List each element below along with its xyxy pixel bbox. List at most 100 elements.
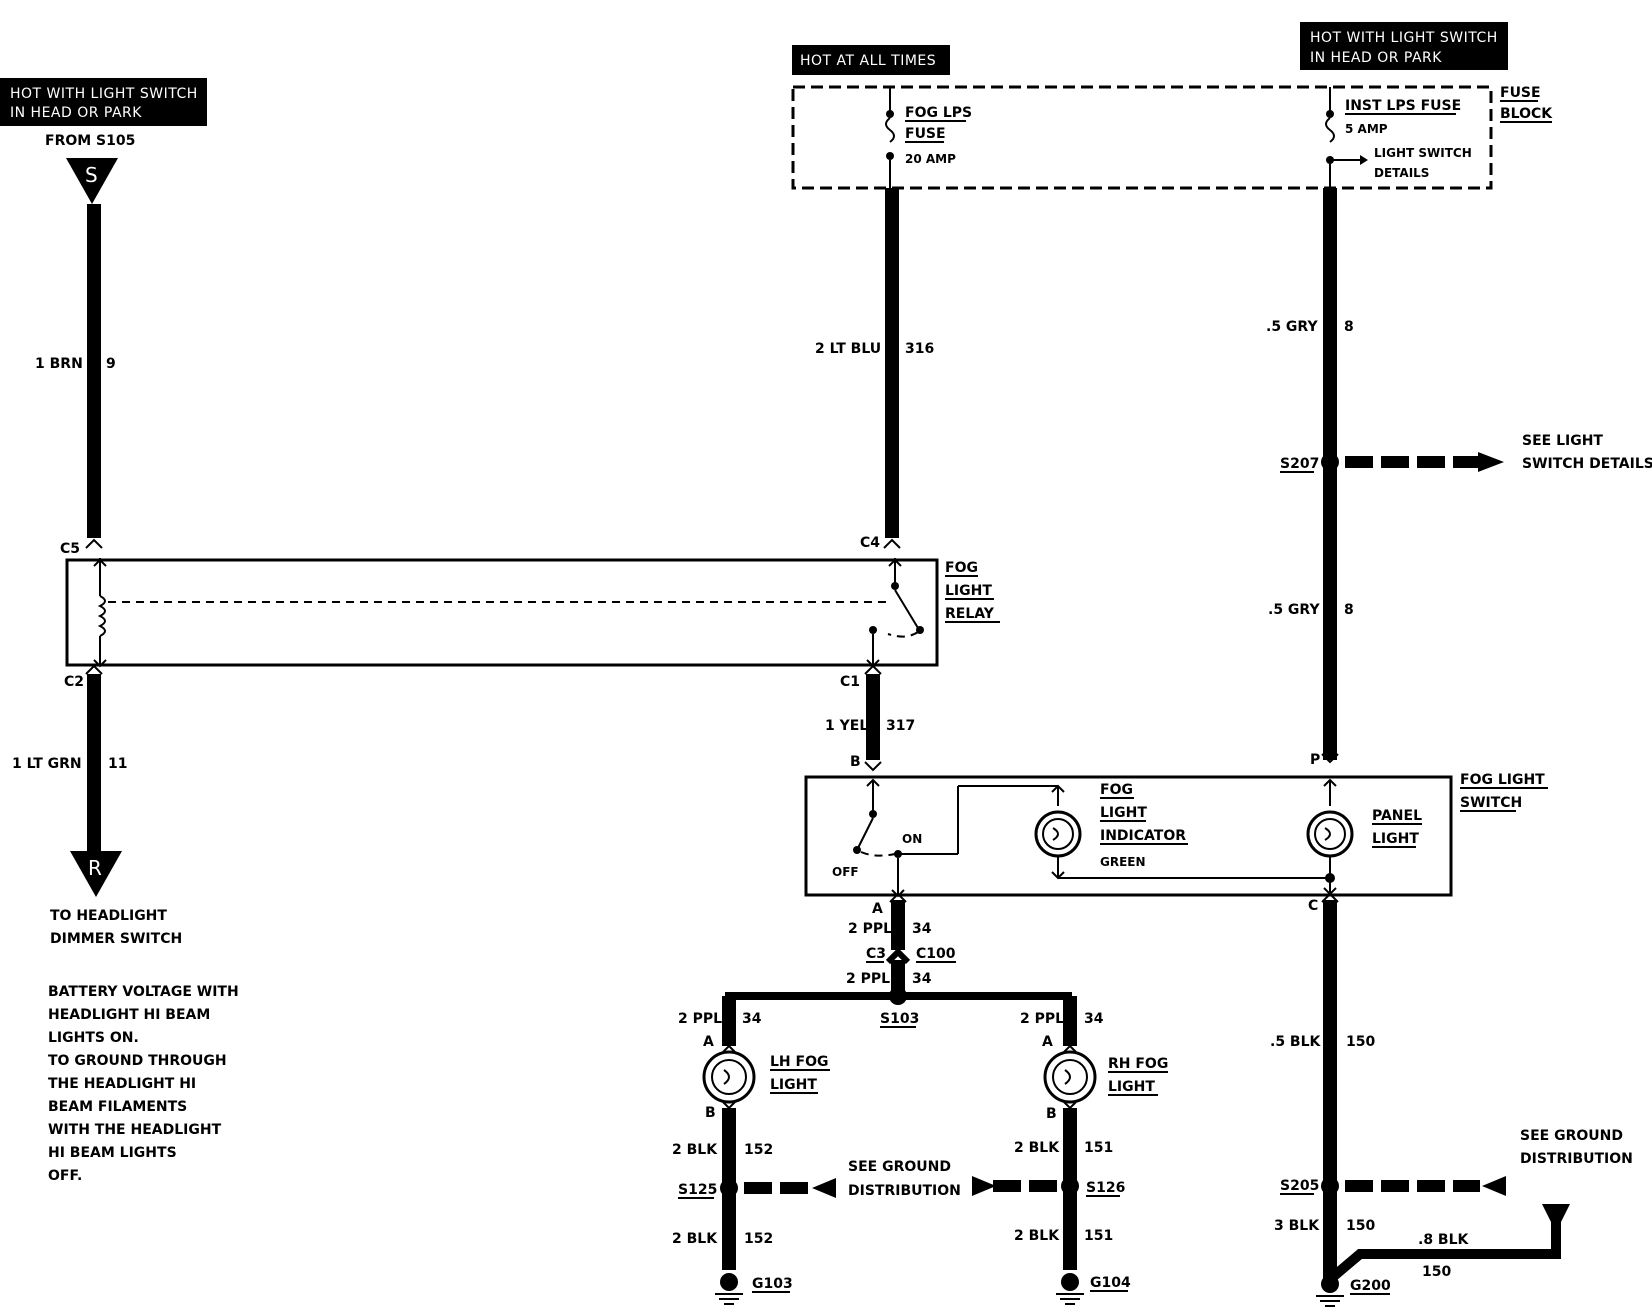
rh-fog-pin-b: B <box>1046 1106 1057 1122</box>
relay-c2: C2 <box>64 674 84 690</box>
switch-pin-b: B <box>850 754 861 770</box>
lh-fog-light-bulb <box>702 1044 756 1110</box>
wire-8a-num: 8 <box>1344 319 1354 335</box>
svg-text:5 AMP: 5 AMP <box>1345 122 1388 136</box>
see-ground-mid-1: SEE GROUND <box>848 1159 951 1175</box>
svg-text:OFF: OFF <box>832 865 859 879</box>
svg-text:HI BEAM LIGHTS: HI BEAM LIGHTS <box>48 1145 177 1161</box>
wire-151b-num: 151 <box>1084 1228 1113 1244</box>
wire-150c-color: .8 BLK <box>1418 1232 1470 1248</box>
wire-151a-color: 2 BLK <box>1014 1140 1060 1156</box>
svg-text:HEADLIGHT HI BEAM: HEADLIGHT HI BEAM <box>48 1007 210 1023</box>
svg-text:20 AMP: 20 AMP <box>905 152 956 166</box>
svg-text:S207: S207 <box>1280 456 1319 472</box>
wire-34c-num: 34 <box>742 1011 762 1027</box>
switch-label-1: FOG LIGHT <box>1460 772 1545 788</box>
svg-text:C3: C3 <box>866 946 886 962</box>
svg-text:BATTERY VOLTAGE WITH: BATTERY VOLTAGE WITH <box>48 984 239 1000</box>
connector-s-triangle: S <box>66 158 118 204</box>
wire-152a-color: 2 BLK <box>672 1142 718 1158</box>
fog-lps-fuse: FOG LPS FUSE 20 AMP <box>885 87 972 188</box>
connector-r-triangle: R <box>70 851 122 897</box>
svg-text:S205: S205 <box>1280 1178 1319 1194</box>
svg-text:LIGHTS ON.: LIGHTS ON. <box>48 1030 139 1046</box>
wire-150b-color: 3 BLK <box>1274 1218 1320 1234</box>
wire-316-num: 316 <box>905 341 934 357</box>
svg-text:BEAM FILAMENTS: BEAM FILAMENTS <box>48 1099 187 1115</box>
svg-text:S: S <box>85 163 98 187</box>
svg-text:WITH THE HEADLIGHT: WITH THE HEADLIGHT <box>48 1122 222 1138</box>
relay-c1: C1 <box>840 674 860 690</box>
svg-text:LIGHT: LIGHT <box>1100 805 1147 821</box>
fuse-block: FUSE BLOCK FOG LPS FUSE 20 AMP INST L <box>791 85 1553 190</box>
svg-text:S125: S125 <box>678 1182 717 1198</box>
wire-34b-num: 34 <box>912 971 932 987</box>
wire-151a-num: 151 <box>1084 1140 1113 1156</box>
wire-150c-num: 150 <box>1422 1264 1451 1280</box>
lh-fog-label-1: LH FOG <box>770 1054 828 1070</box>
see-light-switch-2: SWITCH DETAILS <box>1522 456 1652 472</box>
wire-11-num: 11 <box>108 756 127 772</box>
wire-34c-color: 2 PPL <box>678 1011 722 1027</box>
wire-150b-num: 150 <box>1346 1218 1375 1234</box>
branch-arrow-icon <box>1542 1204 1570 1232</box>
svg-text:INDICATOR: INDICATOR <box>1100 828 1186 844</box>
wire-150a-num: 150 <box>1346 1034 1375 1050</box>
svg-text:LIGHT SWITCH: LIGHT SWITCH <box>1374 146 1472 160</box>
wire-34a-color: 2 PPL <box>848 921 892 937</box>
rh-fog-pin-a: A <box>1042 1034 1053 1050</box>
splice-s103-label: S103 <box>880 1011 919 1027</box>
wire-152b-num: 152 <box>744 1231 773 1247</box>
switch-pin-a: A <box>872 901 883 917</box>
rh-fog-label-1: RH FOG <box>1108 1056 1168 1072</box>
wire-316-color: 2 LT BLU <box>815 341 881 357</box>
svg-text:ON: ON <box>902 832 922 846</box>
svg-text:IN HEAD OR PARK: IN HEAD OR PARK <box>10 105 142 121</box>
svg-text:PANEL: PANEL <box>1372 808 1422 824</box>
ground-g200-icon <box>1316 1275 1344 1307</box>
svg-text:TO GROUND THROUGH: TO GROUND THROUGH <box>48 1053 227 1069</box>
svg-text:LIGHT: LIGHT <box>945 583 992 599</box>
svg-text:FOG LPS: FOG LPS <box>905 105 972 121</box>
see-ground-right-2: DISTRIBUTION <box>1520 1151 1633 1167</box>
svg-text:DETAILS: DETAILS <box>1374 166 1429 180</box>
svg-text:THE HEADLIGHT HI: THE HEADLIGHT HI <box>48 1076 196 1092</box>
wire-317-num: 317 <box>886 718 915 734</box>
svg-text:OFF.: OFF. <box>48 1168 82 1184</box>
svg-text:S126: S126 <box>1086 1180 1125 1196</box>
svg-text:FUSE: FUSE <box>905 126 946 142</box>
switch-label-2: SWITCH <box>1460 795 1522 811</box>
relay-c5: C5 <box>60 541 80 557</box>
fog-light-switch: OFF ON FOG LIGHT INDICATOR GREEN PANEL L… <box>804 775 1453 898</box>
see-light-switch-1: SEE LIGHT <box>1522 433 1603 449</box>
from-s105-label: FROM S105 <box>45 133 135 149</box>
svg-text:FOG: FOG <box>945 560 978 576</box>
lh-fog-label-2: LIGHT <box>770 1077 817 1093</box>
switch-pin-p: P <box>1310 752 1320 768</box>
svg-text:FOG: FOG <box>1100 782 1133 798</box>
wire-152b-color: 2 BLK <box>672 1231 718 1247</box>
wire-34d-num: 34 <box>1084 1011 1104 1027</box>
svg-text:HOT AT ALL TIMES: HOT AT ALL TIMES <box>800 53 936 69</box>
ground-g200-label: G200 <box>1350 1278 1391 1294</box>
wire-9-color: 1 BRN <box>35 356 83 372</box>
rh-fog-label-2: LIGHT <box>1108 1079 1155 1095</box>
battery-voltage-note: BATTERY VOLTAGE WITH HEADLIGHT HI BEAM L… <box>48 984 239 1184</box>
svg-text:R: R <box>88 856 102 880</box>
wire-151b-color: 2 BLK <box>1014 1228 1060 1244</box>
connector-c3-c100: C3 C100 <box>866 946 956 965</box>
ground-g104-label: G104 <box>1090 1275 1131 1291</box>
switch-pin-c: C <box>1308 898 1318 914</box>
tag-hot-all-times: HOT AT ALL TIMES <box>792 45 950 75</box>
relay-c4: C4 <box>860 535 880 551</box>
splice-s125: S125 <box>678 1178 836 1199</box>
wire-8b-num: 8 <box>1344 602 1354 618</box>
wire-8a-color: .5 GRY <box>1266 319 1318 335</box>
rh-fog-light-bulb <box>1043 1044 1097 1110</box>
wire-9-num: 9 <box>106 356 116 372</box>
wire-34b-color: 2 PPL <box>846 971 890 987</box>
svg-text:GREEN: GREEN <box>1100 855 1146 869</box>
splice-s207: S207 <box>1280 452 1504 473</box>
see-ground-right-1: SEE GROUND <box>1520 1128 1623 1144</box>
